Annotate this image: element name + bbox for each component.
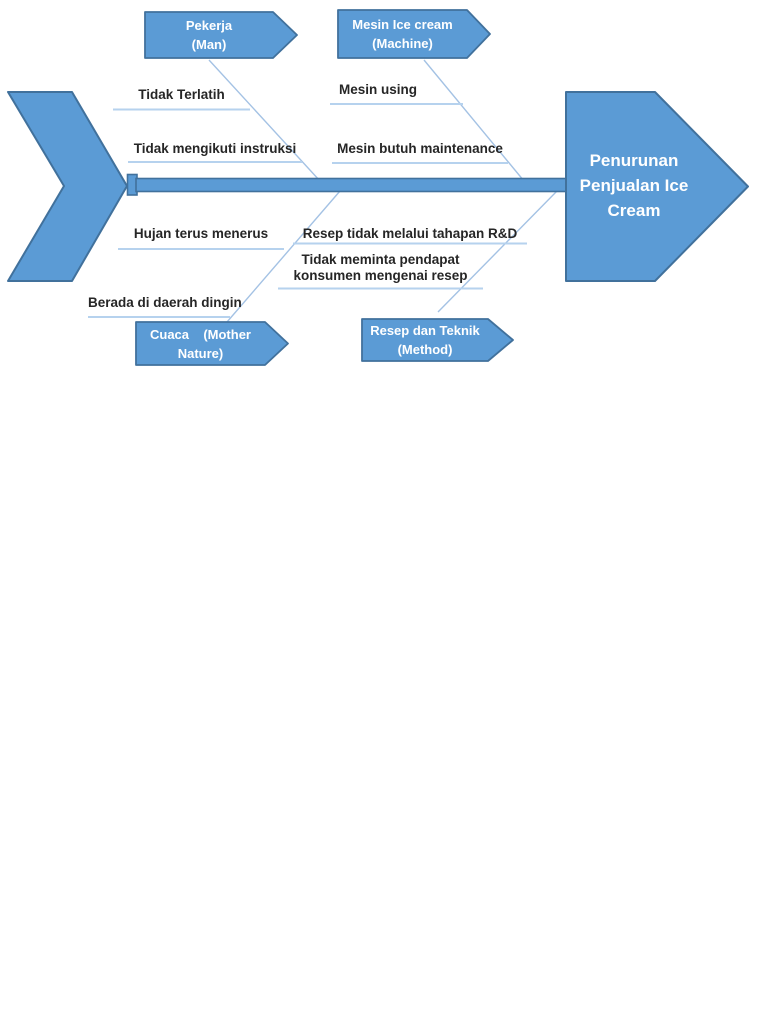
category-label-mother-nature-word1: Cuaca xyxy=(150,326,190,342)
category-arrow-man xyxy=(144,11,298,59)
cause-label-machine-2: Mesin butuh maintenance xyxy=(337,141,503,156)
category-label-man: Pekerja (Man) xyxy=(145,12,273,58)
category-arrow-mother-nature xyxy=(135,321,289,366)
category-label-machine-line2: (Machine) xyxy=(372,36,433,51)
effect-arrow-shape xyxy=(565,91,749,282)
category-label-man-line1: Pekerja xyxy=(185,18,233,33)
cause-label-man-2: Tidak mengikuti instruksi xyxy=(133,141,297,156)
category-label-method-line2: (Method) xyxy=(397,342,453,357)
category-label-mother-nature: Cuaca (Mother Nature) xyxy=(136,322,265,365)
category-label-method-line1: Resep dan Teknik xyxy=(370,323,480,338)
cause-label-nature-1: Hujan terus menerus xyxy=(133,226,269,241)
branch-line-mother-nature xyxy=(226,190,341,323)
branch-line-machine xyxy=(423,59,525,182)
category-label-man-line2: (Man) xyxy=(191,37,227,52)
category-label-mother-nature-line2: Nature) xyxy=(177,345,224,361)
branch-line-man xyxy=(208,59,321,182)
category-label-mother-nature-word2: (Mother xyxy=(203,326,251,342)
spine-bar-shape xyxy=(135,177,567,193)
cause-label-machine-1: Mesin using xyxy=(339,82,418,97)
category-arrow-method xyxy=(361,318,514,362)
tail-chevron-shape xyxy=(7,91,128,282)
category-label-method: Resep dan Teknik (Method) xyxy=(362,319,488,361)
cause-label-nature-2: Berada di daerah dingin xyxy=(88,295,242,310)
cause-label-man-1: Tidak Terlatih xyxy=(138,87,225,102)
cause-label-method-2: Tidak meminta pendapat konsumen mengenai… xyxy=(293,252,468,283)
category-label-machine: Mesin Ice cream (Machine) xyxy=(338,10,467,58)
cause-label-method-1: Resep tidak melalui tahapan R&D xyxy=(302,226,518,241)
effect-label: Penurunan Penjualan Ice Cream xyxy=(579,151,689,220)
category-label-machine-line1: Mesin Ice cream xyxy=(352,17,453,32)
category-label-mother-nature-line1: Cuaca (Mother xyxy=(136,325,265,344)
branch-line-method xyxy=(437,190,558,313)
category-arrow-machine xyxy=(337,9,491,59)
